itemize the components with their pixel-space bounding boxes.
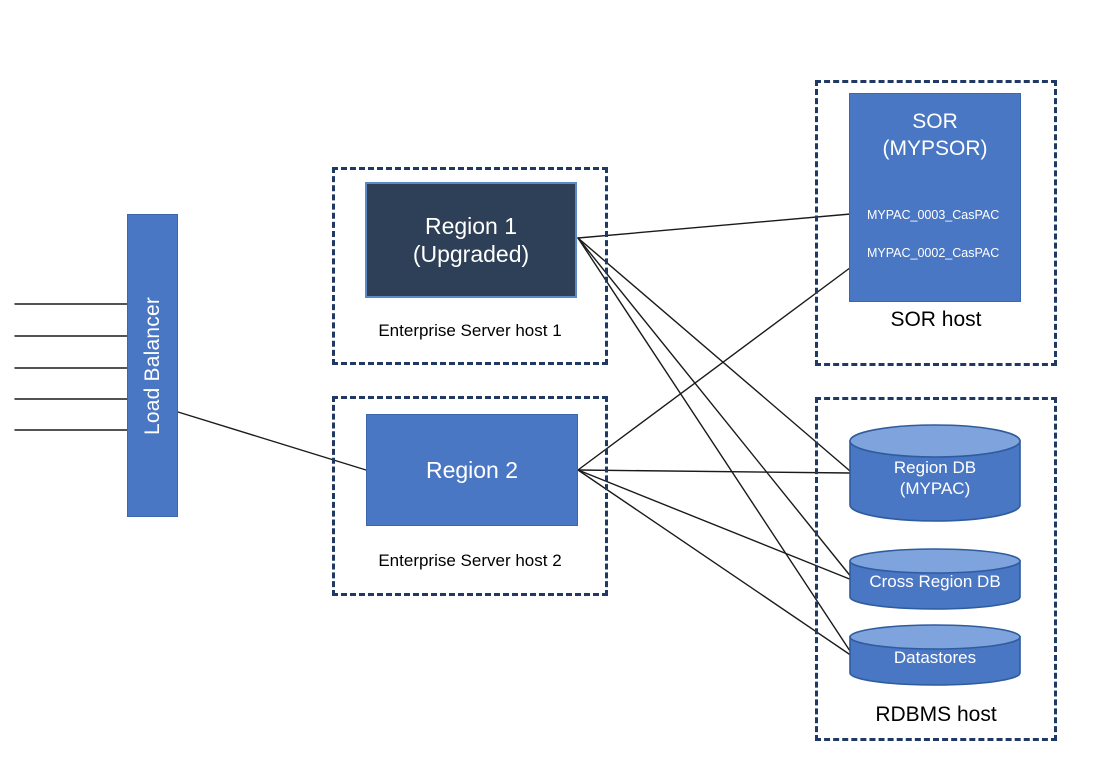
host-caption-sor: SOR host xyxy=(890,308,982,331)
region-2-node[interactable]: Region 2 xyxy=(366,414,578,526)
sor-title: SOR (MYPSOR) xyxy=(850,109,1020,163)
sor-title-line1: SOR xyxy=(912,110,958,133)
sor-title-line2: (MYPSOR) xyxy=(882,136,988,160)
cylinder-shape-datastores xyxy=(849,624,1021,686)
host-caption-enterprise-server-2: Enterprise Server host 2 xyxy=(378,551,562,570)
region2-to-datastores-line xyxy=(577,469,853,657)
sor-instance-label-0002: MYPAC_0002_CasPAC xyxy=(867,246,1000,260)
sor-instance-label-0003: MYPAC_0003_CasPAC xyxy=(867,208,1000,222)
region1-to-datastores-line xyxy=(577,237,853,655)
sor-node[interactable]: SOR (MYPSOR) MYPAC_0003_CasPAC MYPAC_000… xyxy=(849,93,1021,302)
load-balancer-node[interactable]: Load Balancer xyxy=(127,214,178,517)
host-container-sor xyxy=(815,80,1057,366)
region-1-line1: Region 1 xyxy=(424,212,518,239)
host-container-rdbms xyxy=(815,397,1057,741)
region1-to-region-db-line xyxy=(577,237,851,472)
cylinder-label-datastores: Datastores xyxy=(893,648,977,667)
cylinder-cross-region-db[interactable]: Cross Region DB xyxy=(849,548,1021,610)
host-container-enterprise-server-1 xyxy=(332,167,608,365)
cylinder-region-db[interactable]: Region DB (MYPAC) xyxy=(849,424,1021,522)
cylinder-label-cross-region-db: Cross Region DB xyxy=(869,572,1001,591)
region-1-node[interactable]: Region 1 (Upgraded) xyxy=(365,182,577,298)
region-2-line1: Region 2 xyxy=(425,456,519,483)
cylinder-shape-cross-region-db xyxy=(849,548,1021,610)
region2-to-region-db-line xyxy=(577,469,851,474)
load-balancer-label: Load Balancer xyxy=(140,296,164,435)
cylinder-label-region-db: Region DB (MYPAC) xyxy=(893,458,977,499)
cylinder-shape-region-db xyxy=(849,424,1021,522)
region1-to-cross-region-db-line xyxy=(577,237,853,579)
region2-to-cross-region-db-line xyxy=(577,469,853,581)
host-container-enterprise-server-2 xyxy=(332,396,608,596)
host-caption-enterprise-server-1: Enterprise Server host 1 xyxy=(378,321,562,340)
region-1-line2: (Upgraded) xyxy=(412,241,530,267)
cylinder-datastores[interactable]: Datastores xyxy=(849,624,1021,686)
host-caption-rdbms: RDBMS host xyxy=(875,703,997,726)
